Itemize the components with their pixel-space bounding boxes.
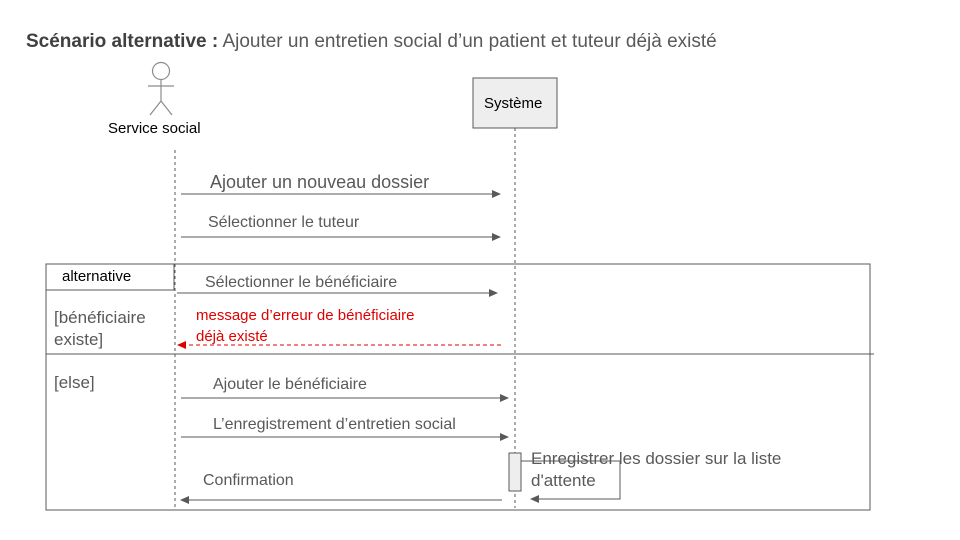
- actor-label-service-social: Service social: [108, 120, 201, 137]
- msg-confirmation-label: Confirmation: [203, 472, 294, 489]
- alt-fragment-frame: [45, 263, 871, 511]
- alt-operator-label: alternative: [62, 268, 132, 285]
- self-message-label-line1: Enregistrer les dossier sur la liste: [531, 449, 782, 468]
- guard-beneficiaire-existe-line1: [bénéficiaire: [54, 308, 146, 327]
- msg-ajouter-beneficiaire-label: Ajouter le bénéficiaire: [213, 376, 367, 393]
- self-message-label-line2: d'attente: [531, 471, 596, 490]
- msg-selectionner-beneficiaire-label: Sélectionner le bénéficiaire: [205, 274, 398, 291]
- system-box: [472, 77, 558, 129]
- alt-operator-box: [45, 263, 175, 291]
- title-text: Ajouter un entretien social d’un patient…: [222, 31, 717, 52]
- title-prefix: Scénario alternative :: [26, 31, 219, 52]
- diagram-title: Scénario alternative : Ajouter un entret…: [26, 31, 717, 53]
- msg-selectionner-tuteur-label: Sélectionner le tuteur: [208, 214, 360, 231]
- guard-beneficiaire-existe-line2: existe]: [54, 330, 104, 349]
- msg-erreur-label-line2: déjà existé: [196, 328, 268, 345]
- actor-label-systeme: Système: [484, 95, 543, 112]
- self-message-arrow: [521, 460, 621, 503]
- msg-enregistrement-label: L’enregistrement d’entretien social: [213, 416, 456, 433]
- systeme-activation-bar: [508, 452, 522, 492]
- msg-erreur-label-line1: message d’erreur de bénéficiaire: [196, 307, 415, 324]
- actor-icon: [148, 61, 174, 116]
- msg-ajouter-dossier-label: Ajouter un nouveau dossier: [210, 172, 430, 192]
- guard-else: [else]: [54, 373, 95, 392]
